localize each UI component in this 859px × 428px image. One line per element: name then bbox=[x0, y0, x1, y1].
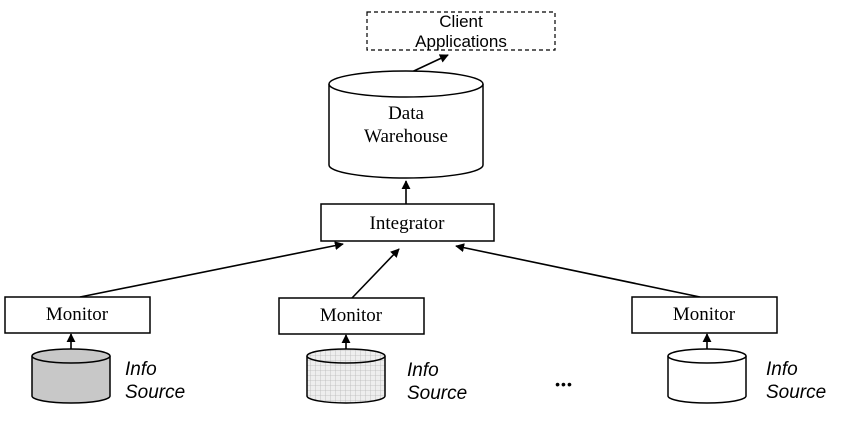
monitor-box bbox=[631, 296, 778, 334]
monitor-2-to-integrator-arrow bbox=[351, 248, 400, 299]
info-source-label-line2: Source bbox=[766, 382, 826, 403]
data-warehouse-cylinder-body bbox=[328, 84, 484, 179]
info-source-node: Info Source bbox=[306, 348, 467, 404]
info-source-label-line2: Source bbox=[407, 383, 467, 404]
monitor-3-to-integrator-arrow bbox=[455, 243, 701, 298]
monitor-label: Monitor bbox=[320, 305, 383, 326]
monitor-label: Monitor bbox=[673, 304, 736, 325]
info-source-cylinder-top bbox=[31, 348, 111, 364]
data-warehouse-cylinder-top bbox=[328, 70, 484, 98]
more-sources-ellipsis: ••• bbox=[555, 376, 573, 392]
info-source-cylinder-top bbox=[306, 348, 386, 364]
info-source-label-line1: Info bbox=[766, 359, 798, 380]
client-applications-label-line2: Applications bbox=[415, 32, 507, 51]
info-source-label-line1: Info bbox=[407, 360, 439, 381]
monitor-box bbox=[4, 296, 151, 334]
info-source-node: Info Source bbox=[31, 348, 185, 404]
monitor-node: Monitor bbox=[4, 296, 151, 334]
integrator-node: Integrator bbox=[320, 203, 495, 242]
monitor-label: Monitor bbox=[46, 304, 109, 325]
data-warehouse-label-line2: Warehouse bbox=[364, 126, 448, 147]
info-source-cylinder-body bbox=[31, 356, 111, 404]
monitor-node: Monitor bbox=[278, 297, 425, 335]
data-warehouse-label-line1: Data bbox=[388, 103, 424, 124]
info-source-cylinder-body bbox=[306, 356, 386, 404]
info-source-cylinder-body bbox=[667, 356, 747, 404]
client-applications-label-line1: Client bbox=[439, 12, 483, 31]
info-source-label-line1: Info bbox=[125, 359, 157, 380]
client-applications-box bbox=[366, 11, 556, 51]
integrator-label: Integrator bbox=[370, 213, 446, 234]
info-source-node: Info Source bbox=[667, 348, 826, 404]
data-warehouse-node: Data Warehouse bbox=[328, 70, 484, 179]
monitor-box bbox=[278, 297, 425, 335]
monitor-1-to-integrator-arrow bbox=[79, 241, 344, 298]
info-source-cylinder-top bbox=[667, 348, 747, 364]
integrator-box bbox=[320, 203, 495, 242]
info-source-label-line2: Source bbox=[125, 382, 185, 403]
monitor-node: Monitor bbox=[631, 296, 778, 334]
client-applications-node: Client Applications bbox=[366, 11, 556, 51]
